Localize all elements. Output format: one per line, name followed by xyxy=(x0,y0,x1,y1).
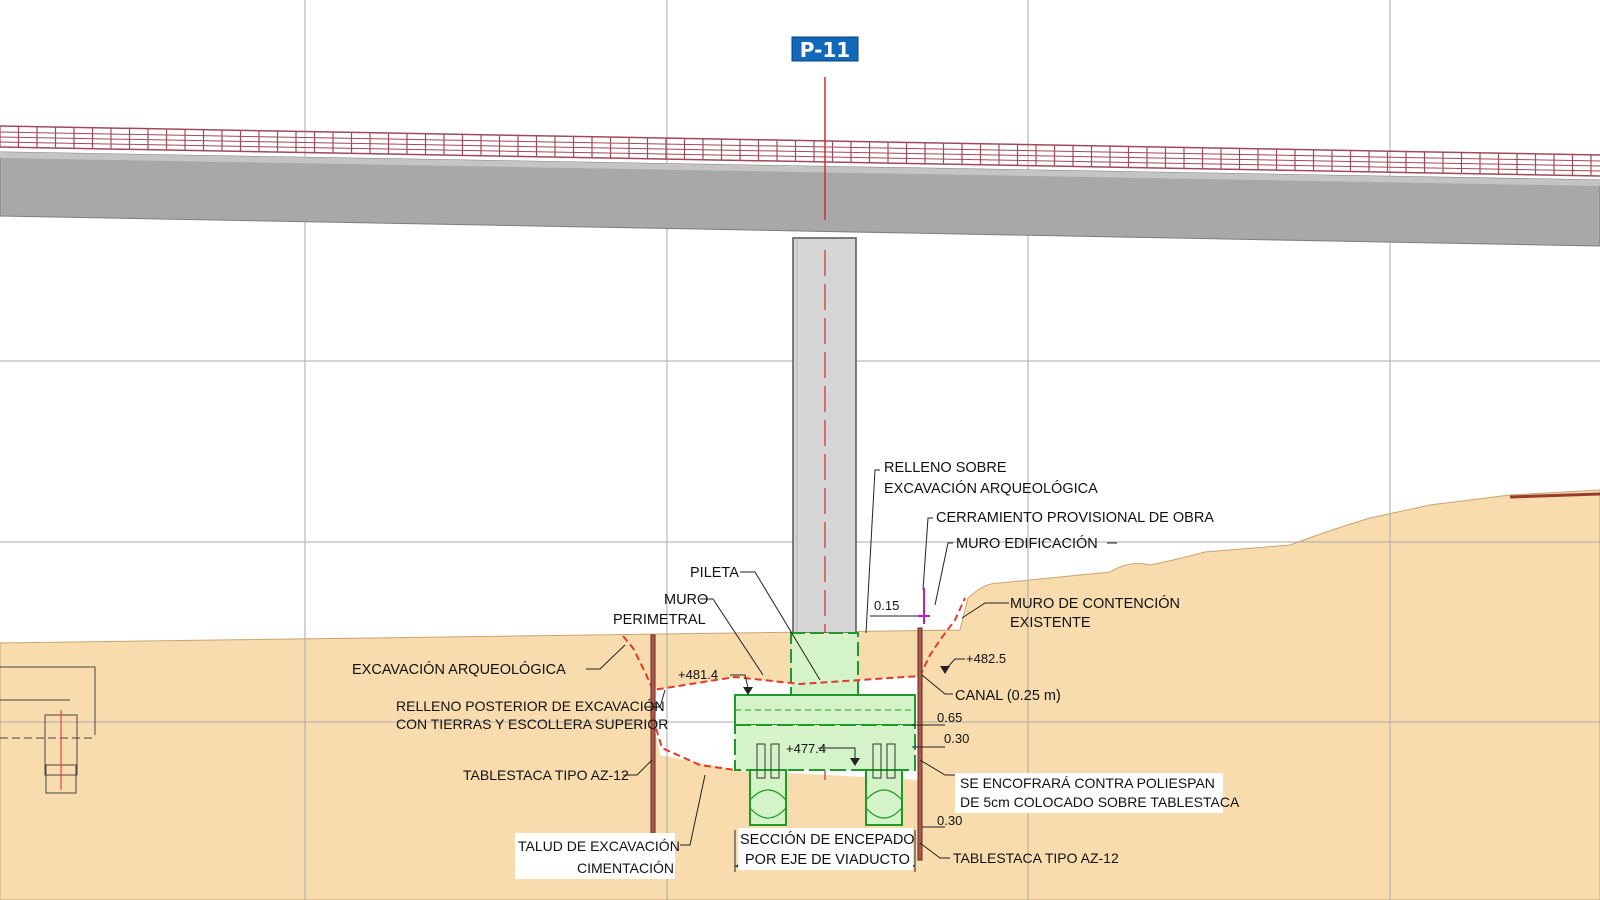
label-relleno-sobre-1: RELLENO SOBRE xyxy=(884,460,1007,476)
pile-heads xyxy=(756,743,896,779)
label-talud-2: CIMENTACIÓN xyxy=(577,860,674,876)
sheet-pile-right xyxy=(917,627,923,861)
sheet-pile-left xyxy=(650,634,656,841)
excavation-slope xyxy=(652,717,736,771)
elevation-right-top: +482.5 xyxy=(966,651,1006,666)
label-pileta: PILETA xyxy=(690,565,739,581)
dimension-065: 0.65 xyxy=(937,710,962,725)
label-talud-1: TALUD DE EXCAVACIÓN xyxy=(518,838,680,854)
dimension-030-b: 0.30 xyxy=(937,813,962,828)
label-muro-edificacion: MURO EDIFICACIÓN xyxy=(956,535,1098,552)
dimension-gap-top: 0.15 xyxy=(874,598,899,613)
label-cerramiento: CERRAMIENTO PROVISIONAL DE OBRA xyxy=(936,510,1214,526)
elevation-bottom: +477.4 xyxy=(786,741,826,756)
excavation-line xyxy=(622,597,966,692)
dimension-030-a: 0.30 xyxy=(944,731,969,746)
railing xyxy=(0,125,1600,177)
label-canal: CANAL (0.25 m) xyxy=(955,688,1061,704)
pier-tag-box xyxy=(791,36,859,62)
label-muro-contencion-2: EXISTENTE xyxy=(1010,615,1091,631)
label-tablestaca-left: TABLESTACA TIPO AZ-12 xyxy=(463,767,629,783)
fence-marker xyxy=(918,588,930,624)
label-relleno-posterior-1: RELLENO POSTERIOR DE EXCAVACIÓN xyxy=(396,698,665,714)
label-encofrara-1: SE ENCOFRARÁ CONTRA POLIESPAN xyxy=(960,775,1215,791)
label-seccion-1: SECCIÓN DE ENCEPADO xyxy=(740,831,915,848)
pier-tag: P-11 xyxy=(800,38,850,62)
label-muro-contencion-1: MURO DE CONTENCIÓN xyxy=(1010,595,1180,612)
label-encofrara-2: DE 5cm COLOCADO SOBRE TABLESTACA xyxy=(960,794,1240,810)
viaduct-deck xyxy=(0,151,1600,247)
elevation-left-top: +481.4 xyxy=(678,667,718,682)
pile-cap xyxy=(734,632,916,826)
label-muro-perimetral-1: MURO xyxy=(664,592,708,608)
terrain-top-mark xyxy=(1509,492,1600,499)
label-tablestaca-right: TABLESTACA TIPO AZ-12 xyxy=(953,850,1119,866)
label-muro-perimetral-2: PERIMETRAL xyxy=(613,612,706,628)
label-excavacion-arqueologica: EXCAVACIÓN ARQUEOLÓGICA xyxy=(352,661,566,678)
label-backgrounds xyxy=(515,773,1223,879)
label-relleno-sobre-2: EXCAVACIÓN ARQUEOLÓGICA xyxy=(884,480,1098,497)
left-detail xyxy=(0,666,96,794)
label-relleno-posterior-2: CON TIERRAS Y ESCOLLERA SUPERIOR xyxy=(396,716,668,732)
label-seccion-2: POR EJE DE VIADUCTO xyxy=(745,852,910,868)
